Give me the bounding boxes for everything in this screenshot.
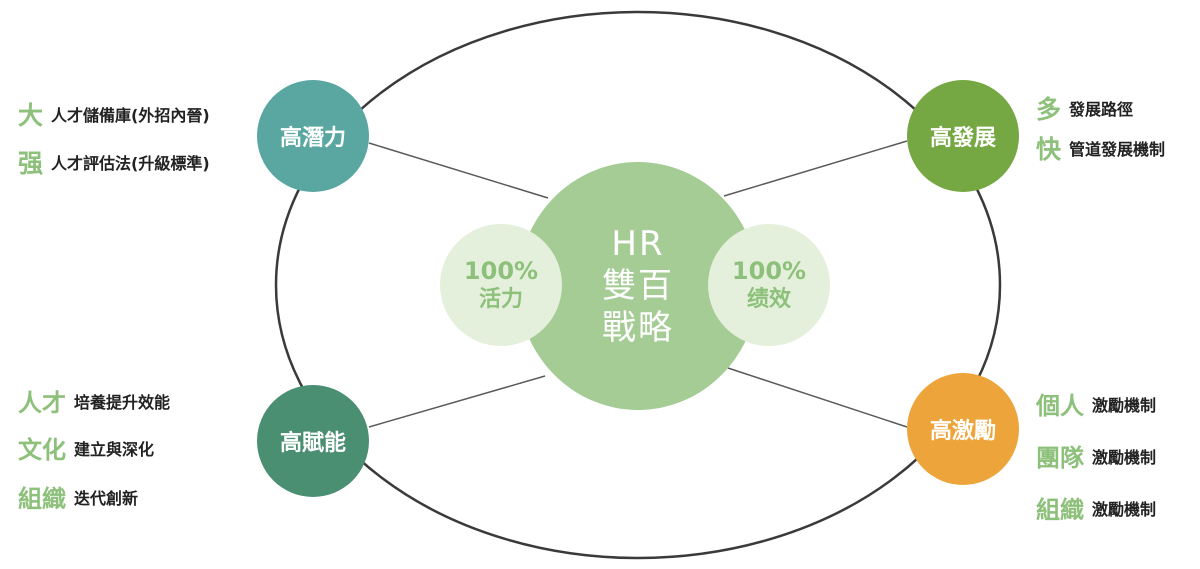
node-potential-label: 高潛力: [279, 126, 346, 151]
metric-vitality-value: 100%: [463, 257, 539, 285]
empower-desc-text: 建立與深化: [74, 439, 155, 459]
motivation-desc-text: 激勵機制: [1092, 395, 1157, 415]
metric-performance-label: 绩效: [746, 287, 791, 312]
empower-desc-text: 培養提升效能: [74, 392, 171, 412]
hub-title: HR 雙百 戰略: [602, 224, 674, 348]
development-desc-key: 多: [1036, 95, 1062, 124]
motivation-desc-text: 激勵機制: [1092, 499, 1157, 519]
metric-performance-value: 100%: [731, 257, 807, 285]
node-development: 高發展: [907, 80, 1019, 192]
potential-desc-item: 强 人才評估法(升級標準): [18, 144, 210, 180]
connector-empower: [368, 375, 546, 428]
outer-ring: [274, 10, 1002, 560]
development-desc-key: 快: [1036, 135, 1062, 164]
potential-desc-key: 大: [18, 101, 44, 130]
motivation-desc-item: 團隊 激勵機制: [1036, 438, 1156, 473]
potential-desc-text: 人才儲備庫(外招內晉): [51, 106, 210, 125]
node-empower-label: 高賦能: [279, 431, 346, 456]
potential-desc-text: 人才評估法(升級標準): [51, 154, 210, 173]
metric-vitality: 100% 活力: [440, 224, 562, 346]
empower-desc-key: 組織: [18, 485, 66, 513]
node-potential: 高潛力: [257, 80, 369, 192]
potential-desc-item: 大 人才儲備庫(外招內晉): [18, 96, 210, 132]
metric-performance: 100% 绩效: [708, 224, 830, 346]
development-desc-item: 快 管道發展機制: [1036, 130, 1165, 166]
empower-desc-item: 文化 建立與深化: [18, 430, 154, 465]
motivation-desc-item: 個人 激勵機制: [1036, 386, 1156, 421]
connector-motivation: [727, 367, 908, 428]
empower-desc-key: 文化: [18, 436, 66, 464]
motivation-desc-key: 團隊: [1036, 444, 1084, 472]
motivation-desc-item: 組織 激勵機制: [1036, 490, 1156, 525]
empower-desc-key: 人才: [18, 389, 66, 417]
node-development-label: 高發展: [929, 126, 996, 151]
empower-desc-item: 組織 迭代創新: [18, 479, 138, 514]
motivation-desc-key: 組織: [1036, 496, 1084, 524]
development-desc-text: 發展路徑: [1069, 100, 1134, 119]
node-empower: 高賦能: [257, 385, 369, 497]
node-motivation-label: 高激勵: [929, 419, 996, 444]
potential-desc-key: 强: [18, 149, 44, 178]
metric-vitality-label: 活力: [478, 287, 523, 312]
motivation-desc-key: 個人: [1036, 392, 1084, 420]
node-motivation: 高激勵: [907, 373, 1019, 485]
development-desc-item: 多 發展路徑: [1036, 90, 1133, 126]
development-desc-text: 管道發展機制: [1069, 140, 1166, 159]
connector-development: [723, 140, 908, 197]
empower-desc-text: 迭代創新: [74, 488, 139, 508]
empower-desc-item: 人才 培養提升效能: [18, 383, 170, 418]
connector-potential: [368, 142, 549, 199]
motivation-desc-text: 激勵機制: [1092, 447, 1157, 467]
